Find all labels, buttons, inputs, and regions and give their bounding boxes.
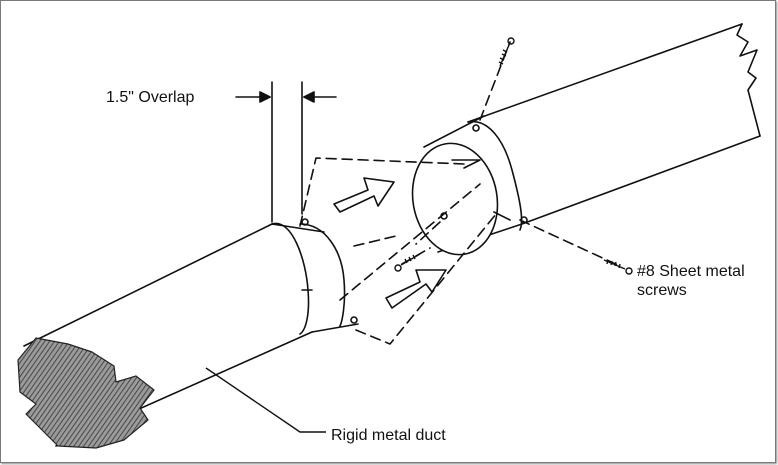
screw-hole (301, 218, 309, 226)
sheet-metal-screw (394, 253, 421, 272)
alignment-dashes (299, 41, 621, 345)
overlap-label: 1.5" Overlap (106, 89, 195, 106)
left-duct-collar-end (299, 223, 346, 327)
direction-arrow (333, 177, 395, 213)
left-duct-cut-end (17, 337, 155, 449)
right-duct-open-end (411, 142, 499, 256)
sheet-metal-screw (603, 259, 633, 275)
screw-hole (350, 316, 358, 324)
screws-label: #8 Sheet metal screws (637, 262, 745, 300)
duct-label: Rigid metal duct (331, 427, 446, 444)
screw-hole (472, 124, 480, 132)
screws-label-line1: #8 Sheet metal (637, 263, 745, 280)
overlap-dimension (235, 81, 337, 223)
right-duct (411, 23, 761, 256)
direction-arrow (385, 269, 447, 309)
screws-label-line2: screws (637, 282, 687, 299)
duct-leader-line (205, 367, 326, 433)
left-duct (17, 218, 359, 449)
sheet-metal-screw (498, 37, 515, 67)
